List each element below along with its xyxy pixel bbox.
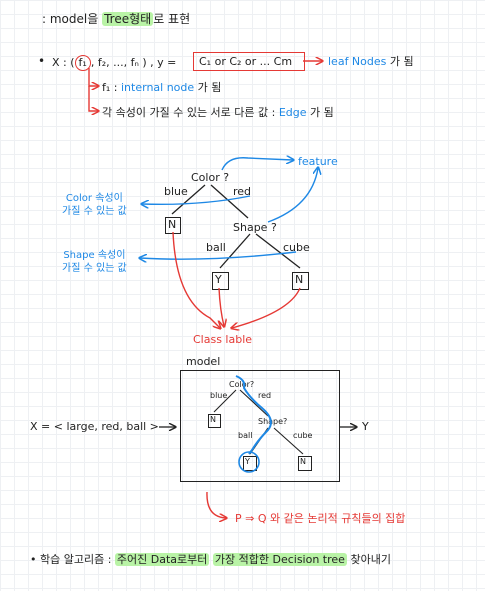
tree-node-shape: Shape ? [233,221,277,234]
edge-label-blue: blue [164,185,188,198]
tree-leaf-y-text: Y [215,273,222,286]
mini-leaf-y [243,456,257,471]
header-prefix: : model을 [42,12,99,26]
mini-tree-edges [213,389,304,455]
internal-suffix: 가 됨 [197,81,222,94]
mini-root-color: Color? [229,380,255,389]
footer-part2: 가장 적합한 Decision tree [212,553,347,566]
internal-line: f₁ : internal node 가 됨 [102,81,221,95]
selected-leaf-circle [238,451,260,473]
model-input: X = < large, red, ball > [30,420,159,433]
mini-leaf-n-left-text: N [210,415,216,424]
mini-edge-ball: ball [238,431,253,440]
arrow-feature-shape [267,168,318,223]
arrow-class-from-n-left [172,231,220,328]
x-prefix: X : ( [52,56,75,69]
values-text: 각 속성이 가질 수 있는 서로 다른 값 : [102,106,276,119]
internal-prefix: f₁ : [102,81,118,94]
x-rest: , f₂, ..., fₙ ) , y = [90,56,177,69]
arrow-rule [206,491,226,518]
mini-leaf-y-text: Y [245,457,250,466]
rule-note: P ⇒ Q 와 같은 논리적 규칙들의 집합 [235,512,406,525]
footer-part1: 주어진 Data로부터 [114,553,210,566]
arrow-feature [221,158,293,171]
bullet-dot: • [38,54,46,68]
tree-leaf-y [212,272,229,290]
footer-prefix: • 학습 알고리즘 : [30,553,112,566]
shape-values-note: Shape 속성이 가질 수 있는 값 [62,250,127,274]
mini-leaf-n-right-text: N [300,457,306,466]
decision-path [235,375,272,455]
edge-label-red: red [233,185,252,198]
f1-circled: f₁ [74,55,91,71]
mini-edge-cube: cube [293,431,313,440]
leaf-nodes-label: leaf Nodes 가 됨 [328,55,414,69]
arrow-shape-values [140,251,297,259]
header-highlight: Tree형태 [102,12,154,26]
mini-leaf-n-right [298,456,312,471]
arrow-color-values [142,195,251,204]
edge-line: 각 속성이 가질 수 있는 서로 다른 값 : Edge 가 됨 [102,106,334,120]
y-classes: C₁ or C₂ or ... Cm [199,55,293,68]
color-values-note: Color 속성이 가질 수 있는 값 [62,193,127,217]
edge-word: Edge [278,106,307,119]
tree-leaf-n-right-text: N [295,273,304,286]
tree-root-color: Color ? [191,171,230,184]
footer-line: • 학습 알고리즘 : 주어진 Data로부터 가장 적합한 Decision … [30,553,391,567]
tree-edges [171,184,301,269]
arrow-class-from-n-right [232,287,301,328]
feature-note: feature [298,155,338,168]
mini-edge-red: red [258,391,272,400]
leaf-suffix: 가 됨 [389,55,414,68]
mini-edge-blue: blue [210,391,228,400]
mini-leaf-n-left [208,414,221,428]
arrow-to-edge [88,86,98,111]
arrow-class-from-y [219,287,224,326]
leaf-nodes: leaf Nodes [328,55,387,68]
internal-node: internal node [121,81,195,94]
edge-suffix: 가 됨 [310,106,334,119]
footer-suffix: 찾아내기 [350,553,391,566]
header-suffix: 로 표현 [153,12,191,26]
class-label-note: Class lable [193,333,253,346]
model-output: Y [362,420,369,433]
tree-leaf-n-left-text: N [168,218,177,231]
edge-label-cube: cube [283,241,310,254]
x-definition: X : (f₁, f₂, ..., fₙ ) , y = [52,55,176,71]
tree-leaf-n-right [292,272,309,290]
edge-label-ball: ball [206,241,226,254]
model-title: model [186,355,221,368]
mini-node-shape: Shape? [258,417,288,426]
arrow-to-internal [88,68,98,86]
model-box [180,370,340,482]
